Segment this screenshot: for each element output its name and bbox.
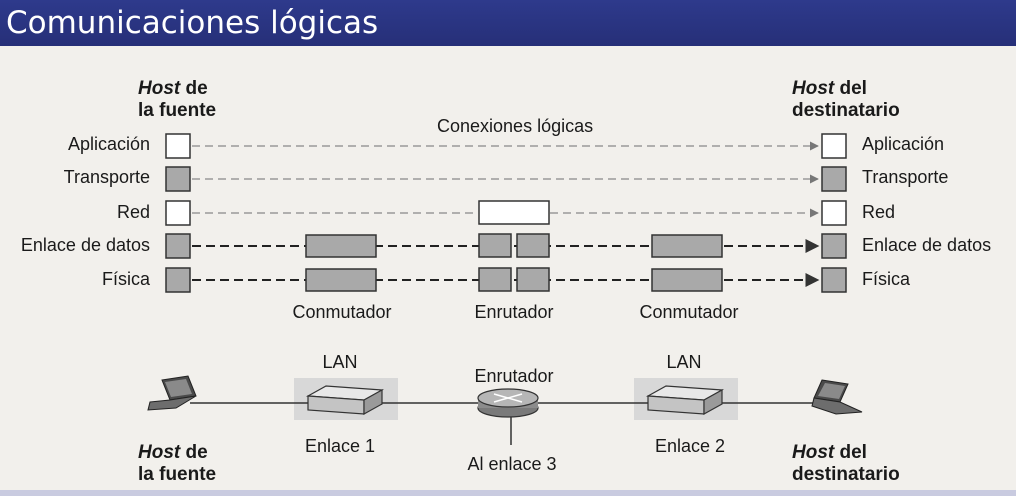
source-host-header: Host de bbox=[138, 78, 208, 99]
right-layer-physical: Física bbox=[862, 269, 911, 289]
switch2-label: Conmutador bbox=[639, 302, 738, 322]
bottom-dest-host-subheader: destinatario bbox=[792, 464, 900, 485]
source-laptop-icon bbox=[147, 375, 197, 411]
router-device-icon bbox=[477, 388, 539, 418]
link2-label: Enlace 2 bbox=[655, 436, 725, 456]
router-label: Enrutador bbox=[474, 302, 553, 322]
router-datalink-box-left bbox=[478, 233, 512, 258]
right-layer-application: Aplicación bbox=[862, 134, 944, 154]
left-box-physical bbox=[165, 267, 191, 293]
right-layer-network: Red bbox=[862, 202, 895, 222]
title-bar: Comunicaciones lógicas bbox=[0, 0, 1016, 46]
bottom-strip bbox=[0, 490, 1016, 496]
router-physical-box-right bbox=[516, 267, 550, 292]
switch2-datalink-box bbox=[651, 234, 723, 258]
logical-connections-label: Conexiones lógicas bbox=[437, 116, 593, 136]
router-physical-box-left bbox=[478, 267, 512, 292]
left-layer-network: Red bbox=[117, 202, 150, 222]
link3-label: Al enlace 3 bbox=[467, 454, 556, 474]
switch1-device-icon bbox=[305, 385, 385, 416]
right-box-network bbox=[821, 200, 847, 226]
right-box-datalink bbox=[821, 233, 847, 259]
dest-laptop-icon bbox=[811, 379, 863, 415]
network-diagram: Host de la fuente Host del destinatario … bbox=[21, 78, 991, 485]
lan1-label: LAN bbox=[322, 352, 357, 372]
left-layer-transport: Transporte bbox=[64, 167, 150, 187]
router-datalink-box-right bbox=[516, 233, 550, 258]
switch2-physical-box bbox=[651, 268, 723, 292]
source-host-subheader: la fuente bbox=[138, 100, 216, 121]
router-bottom-label: Enrutador bbox=[474, 366, 553, 386]
page-title: Comunicaciones lógicas bbox=[6, 5, 379, 41]
router-network-box bbox=[478, 200, 550, 225]
link1-label: Enlace 1 bbox=[305, 436, 375, 456]
right-box-physical bbox=[821, 267, 847, 293]
diagram-area: Host de la fuente Host del destinatario … bbox=[0, 46, 1016, 496]
left-box-transport bbox=[165, 166, 191, 192]
switch1-label: Conmutador bbox=[292, 302, 391, 322]
left-layer-physical: Física bbox=[102, 269, 151, 289]
left-layer-datalink: Enlace de datos bbox=[21, 235, 150, 255]
lan2-label: LAN bbox=[666, 352, 701, 372]
left-box-application bbox=[165, 133, 191, 159]
switch1-datalink-box bbox=[305, 234, 377, 258]
left-box-network bbox=[165, 200, 191, 226]
bottom-source-host-header: Host de bbox=[138, 442, 208, 463]
right-layer-datalink: Enlace de datos bbox=[862, 235, 991, 255]
switch1-physical-box bbox=[305, 268, 377, 292]
bottom-dest-host-header: Host del bbox=[792, 442, 867, 463]
right-box-application bbox=[821, 133, 847, 159]
dest-host-header: Host del bbox=[792, 78, 867, 99]
switch2-device-icon bbox=[645, 385, 725, 416]
dest-host-subheader: destinatario bbox=[792, 100, 900, 121]
bottom-source-host-subheader: la fuente bbox=[138, 464, 216, 485]
left-layer-application: Aplicación bbox=[68, 134, 150, 154]
left-box-datalink bbox=[165, 233, 191, 259]
right-box-transport bbox=[821, 166, 847, 192]
right-layer-transport: Transporte bbox=[862, 167, 948, 187]
